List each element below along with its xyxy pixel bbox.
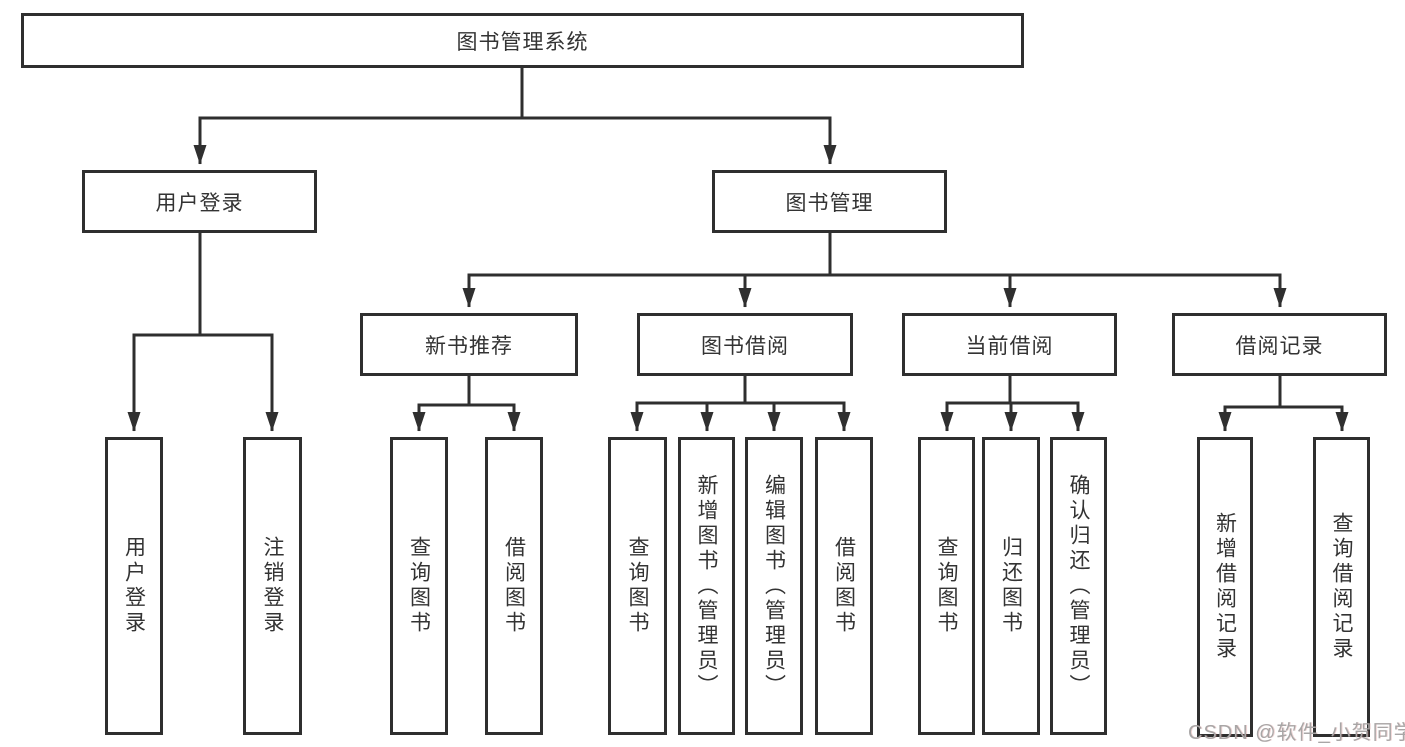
node-new-book-recommend: 新书推荐 xyxy=(360,313,578,376)
leaf-query-borrow-record-label: 查询借阅记录 xyxy=(1330,512,1353,662)
leaf-return-books-label: 归还图书 xyxy=(999,536,1023,636)
leaf-edit-books-admin-label: 编辑图书（管理员） xyxy=(762,473,786,699)
leaf-query-books-1: 查询图书 xyxy=(390,437,448,735)
csdn-watermark: CSDN @软件_小贺同学 xyxy=(1188,722,1405,744)
leaf-confirm-return-admin: 确认归还（管理员） xyxy=(1050,437,1107,735)
leaf-query-books-3: 查询图书 xyxy=(918,437,975,735)
leaf-user-login: 用户登录 xyxy=(105,437,163,735)
leaf-borrow-books-1-label: 借阅图书 xyxy=(502,536,526,636)
leaf-query-books-3-label: 查询图书 xyxy=(935,536,958,636)
node-borrow-records-label: 借阅记录 xyxy=(1235,334,1324,358)
leaf-query-books-1-label: 查询图书 xyxy=(407,536,431,636)
node-book-borrow-label: 图书借阅 xyxy=(701,334,789,358)
leaf-logout: 注销登录 xyxy=(243,437,302,735)
node-book-management: 图书管理 xyxy=(712,170,947,233)
node-user-login: 用户登录 xyxy=(82,170,317,233)
node-user-login-label: 用户登录 xyxy=(155,191,244,215)
leaf-query-borrow-record: 查询借阅记录 xyxy=(1313,437,1370,737)
leaf-return-books: 归还图书 xyxy=(982,437,1040,735)
node-current-borrow-label: 当前借阅 xyxy=(965,334,1054,358)
leaf-borrow-books-2-label: 借阅图书 xyxy=(832,536,856,636)
leaf-add-borrow-record: 新增借阅记录 xyxy=(1197,437,1253,737)
node-current-borrow: 当前借阅 xyxy=(902,313,1117,376)
leaf-add-books-admin-label: 新增图书（管理员） xyxy=(695,473,718,699)
node-book-management-label: 图书管理 xyxy=(785,191,874,215)
node-borrow-records: 借阅记录 xyxy=(1172,313,1387,376)
leaf-add-borrow-record-label: 新增借阅记录 xyxy=(1213,512,1237,662)
leaf-query-books-2: 查询图书 xyxy=(608,437,667,735)
leaf-user-login-label: 用户登录 xyxy=(122,536,146,636)
node-root: 图书管理系统 xyxy=(21,13,1024,68)
leaf-add-books-admin: 新增图书（管理员） xyxy=(678,437,735,735)
leaf-query-books-2-label: 查询图书 xyxy=(626,536,649,636)
leaf-confirm-return-admin-label: 确认归还（管理员） xyxy=(1067,473,1090,699)
node-book-borrow: 图书借阅 xyxy=(637,313,853,376)
node-root-label: 图书管理系统 xyxy=(456,30,589,54)
leaf-edit-books-admin: 编辑图书（管理员） xyxy=(745,437,803,735)
leaf-borrow-books-2: 借阅图书 xyxy=(815,437,873,735)
leaf-borrow-books-1: 借阅图书 xyxy=(485,437,543,735)
leaf-logout-label: 注销登录 xyxy=(261,536,284,636)
node-new-book-recommend-label: 新书推荐 xyxy=(425,334,513,358)
